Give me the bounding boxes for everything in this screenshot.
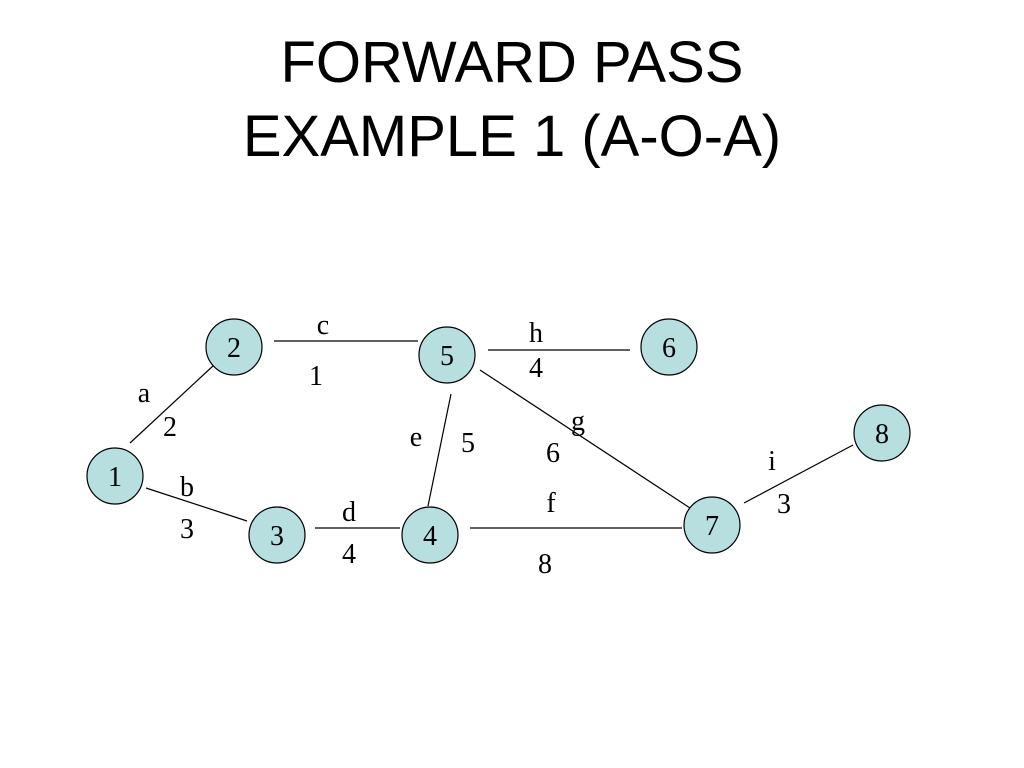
duration-label-a: 2 <box>163 412 177 443</box>
node-layer: 1 2 3 4 5 6 7 8 <box>86 318 911 564</box>
node-circle-5 <box>418 326 476 384</box>
edge-i <box>743 444 854 504</box>
edge-b <box>145 487 248 522</box>
node-1: 1 <box>86 447 144 505</box>
edge-g <box>479 369 691 509</box>
edge-layer <box>129 340 854 529</box>
node-label-1: 1 <box>108 462 122 493</box>
node-label-8: 8 <box>875 419 889 450</box>
activity-label-a: a <box>138 378 151 409</box>
node-label-5: 5 <box>440 341 454 372</box>
node-circle-3 <box>248 506 306 564</box>
duration-label-e: 5 <box>461 428 475 459</box>
duration-label-i: 3 <box>777 489 791 520</box>
duration-label-c: 1 <box>309 361 323 392</box>
activity-label-e: e <box>410 422 422 453</box>
title-line-2: EXAMPLE 1 (A-O-A) <box>242 104 782 169</box>
duration-label-d: 4 <box>342 539 356 570</box>
node-circle-6 <box>640 318 698 376</box>
node-label-7: 7 <box>705 511 719 542</box>
edge-a <box>129 364 215 444</box>
edge-e <box>427 393 452 507</box>
node-label-3: 3 <box>270 521 284 552</box>
duration-label-g: 6 <box>546 438 560 469</box>
duration-label-b: 3 <box>180 514 194 545</box>
activity-label-i: i <box>768 446 776 477</box>
activity-label-f: f <box>546 488 556 519</box>
slide-title: FORWARD PASS EXAMPLE 1 (A-O-A) <box>0 26 1024 174</box>
node-circle-7 <box>683 496 741 554</box>
node-8: 8 <box>853 404 911 462</box>
node-circle-2 <box>205 318 263 376</box>
node-5: 5 <box>418 326 476 384</box>
title-line-1: FORWARD PASS <box>280 30 744 95</box>
node-label-6: 6 <box>662 333 676 364</box>
activity-label-d: d <box>342 497 356 528</box>
activity-label-g: g <box>571 406 585 437</box>
node-7: 7 <box>683 496 741 554</box>
node-label-4: 4 <box>423 521 437 552</box>
activity-label-b: b <box>180 472 194 503</box>
node-circle-8 <box>853 404 911 462</box>
duration-label-h: 4 <box>529 353 543 384</box>
duration-label-f: 8 <box>538 549 552 580</box>
node-2: 2 <box>205 318 263 376</box>
node-6: 6 <box>640 318 698 376</box>
node-label-2: 2 <box>227 333 241 364</box>
node-circle-4 <box>401 506 459 564</box>
node-3: 3 <box>248 506 306 564</box>
activity-label-h: h <box>529 318 543 349</box>
activity-label-c: c <box>317 310 329 341</box>
node-circle-1 <box>86 447 144 505</box>
node-4: 4 <box>401 506 459 564</box>
